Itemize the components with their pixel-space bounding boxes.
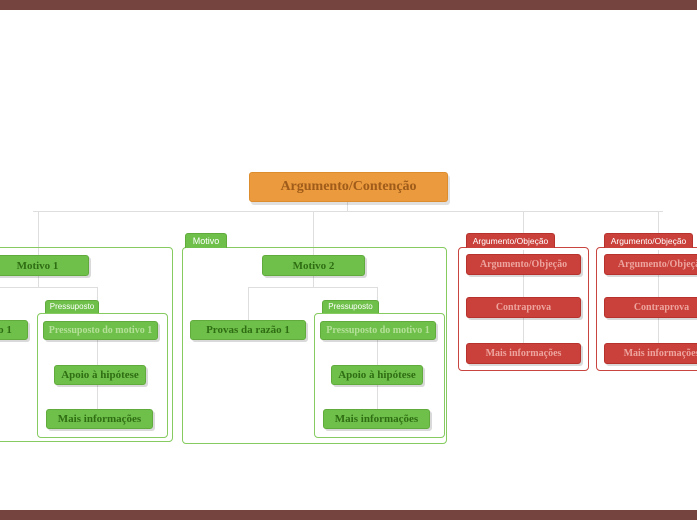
topic-provas-da-razao-1-left[interactable]: Provas da razão 1 <box>0 320 28 340</box>
tab-pressuposto-middle[interactable]: Pressuposto <box>322 300 379 313</box>
topic-argumento-objecao-2[interactable]: Argumento/Objeção <box>604 254 697 275</box>
connector-line <box>33 211 663 212</box>
group-box-motivo-2[interactable] <box>182 247 447 444</box>
connector-line <box>38 276 39 288</box>
topic-motivo-1[interactable]: Motivo 1 <box>0 255 89 276</box>
top-toolbar-edge <box>0 0 697 10</box>
topic-mais-informacoes-left[interactable]: Mais informações <box>46 409 153 429</box>
connector-line <box>248 287 378 288</box>
connector-line <box>38 211 39 255</box>
topic-pressuposto-do-motivo-1[interactable]: Pressuposto do motivo 1 <box>320 321 436 340</box>
connector-line <box>0 287 98 288</box>
connector-line <box>313 276 314 288</box>
tab-pressuposto-left[interactable]: Pressuposto <box>45 300 99 313</box>
tab-argumento-objecao-2[interactable]: Argumento/Objeção <box>604 233 693 248</box>
topic-mais-informacoes-objecao-1[interactable]: Mais informações <box>466 343 581 364</box>
connector-line <box>347 202 348 212</box>
topic-pressuposto-do-motivo-1-left[interactable]: Pressuposto do motivo 1 <box>43 321 158 340</box>
connector-line <box>523 211 524 234</box>
tab-argumento-objecao-1[interactable]: Argumento/Objeção <box>466 233 555 248</box>
topic-mais-informacoes-objecao-2[interactable]: Mais informações <box>604 343 697 364</box>
topic-motivo-2[interactable]: Motivo 2 <box>262 255 365 276</box>
connector-line <box>658 211 659 234</box>
topic-apoio-a-hipotese[interactable]: Apoio à hipótese <box>331 365 423 385</box>
bottom-toolbar-edge <box>0 510 697 520</box>
root-topic[interactable]: Argumento/Contenção <box>249 172 448 202</box>
topic-contraprova-1[interactable]: Contraprova <box>466 297 581 318</box>
topic-mais-informacoes-middle[interactable]: Mais informações <box>323 409 430 429</box>
topic-argumento-objecao-1[interactable]: Argumento/Objeção <box>466 254 581 275</box>
connector-line <box>248 287 249 321</box>
group-box-motivo-1[interactable] <box>0 247 173 442</box>
connector-line <box>313 211 314 255</box>
topic-apoio-a-hipotese-left[interactable]: Apoio à hipótese <box>54 365 146 385</box>
topic-contraprova-2[interactable]: Contraprova <box>604 297 697 318</box>
tab-motivo[interactable]: Motivo <box>185 233 227 248</box>
subgroup-box-pressuposto-left[interactable] <box>37 313 168 438</box>
topic-provas-da-razao-1[interactable]: Provas da razão 1 <box>190 320 306 340</box>
subgroup-box-pressuposto-middle[interactable] <box>314 313 445 438</box>
